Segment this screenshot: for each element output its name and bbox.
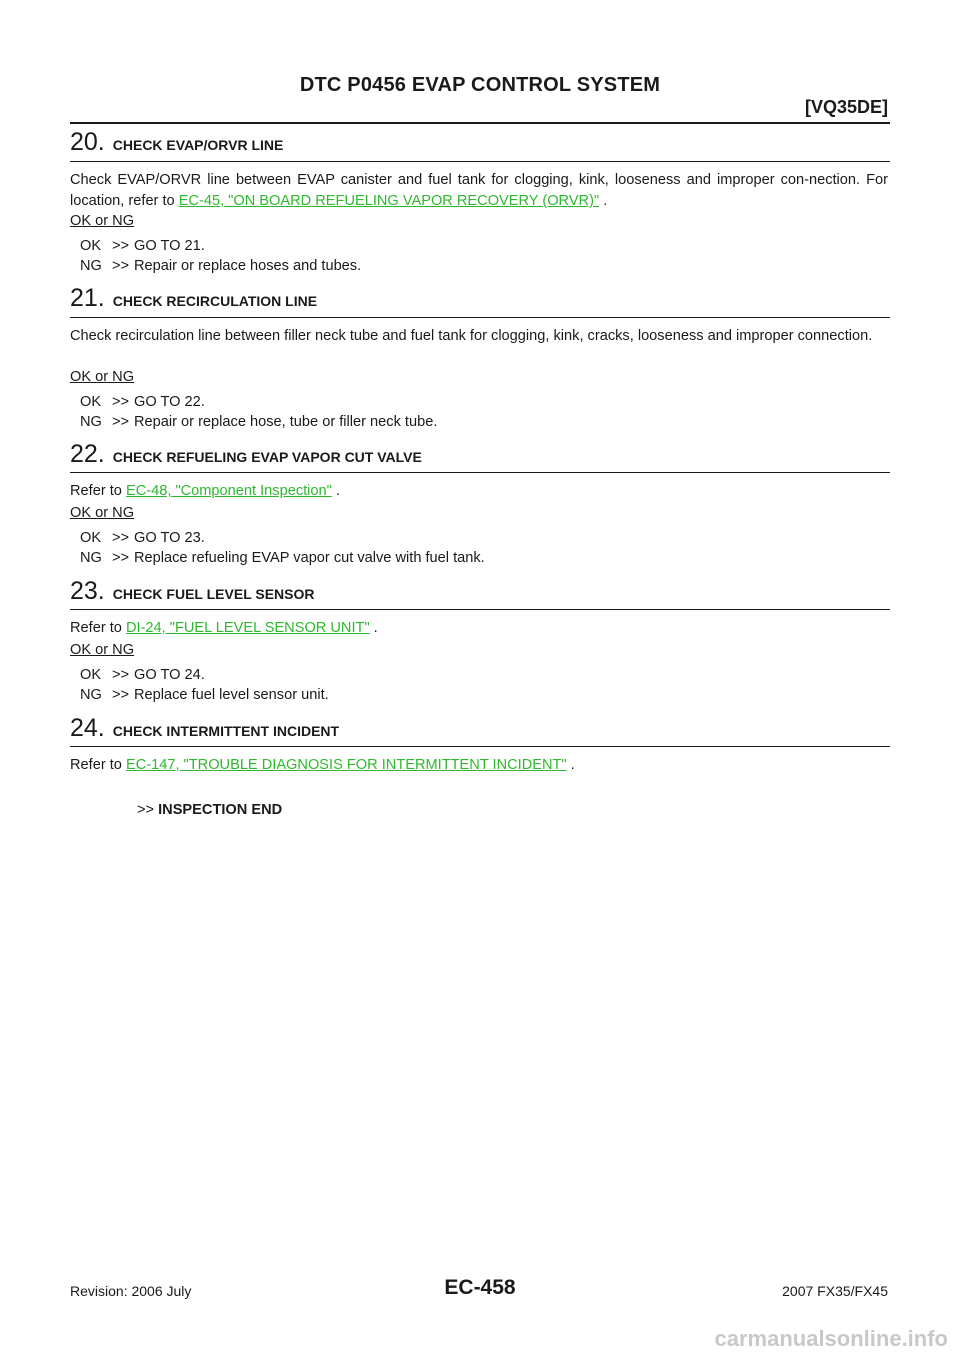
step-divider — [70, 317, 890, 318]
ng-result: NG >>Repair or replace hoses and tubes. — [80, 256, 361, 276]
instruction-text: Check EVAP/ORVR line between EVAP canist… — [70, 172, 888, 209]
instruction-text: Refer to — [70, 620, 126, 636]
result-text: Replace refueling EVAP vapor cut valve w… — [134, 550, 485, 566]
result-arrow: >> — [112, 687, 130, 703]
ok-or-ng-label: OK or NG — [70, 213, 135, 229]
engine-code: [VQ35DE] — [804, 97, 888, 117]
step-heading: 21. CHECK RECIRCULATION LINE — [70, 284, 317, 313]
step-instruction: Check EVAP/ORVR line between EVAP canist… — [70, 170, 888, 212]
step-instruction: Refer to EC-147, "TROUBLE DIAGNOSIS FOR … — [70, 755, 888, 776]
result-code: NG — [80, 687, 102, 703]
ok-or-ng-label: OK or NG — [70, 369, 135, 385]
step-instruction: Check recirculation line between filler … — [70, 326, 888, 347]
end-arrow: >> — [137, 802, 155, 818]
result-text: GO TO 24. — [134, 667, 205, 683]
step-title: CHECK EVAP/ORVR LINE — [112, 137, 284, 153]
ng-result: NG >>Replace fuel level sensor unit. — [80, 685, 329, 705]
ok-result: OK >>GO TO 24. — [80, 665, 205, 685]
watermark: carmanualsonline.info — [714, 1326, 949, 1351]
inspection-end: >> INSPECTION END — [137, 802, 282, 818]
result-code: OK — [80, 394, 102, 410]
instruction-text-end: . — [599, 193, 608, 209]
step-divider — [70, 609, 890, 610]
reference-link[interactable]: EC-147, "TROUBLE DIAGNOSIS FOR INTERMITT… — [125, 757, 567, 773]
step-number: 21. — [70, 284, 105, 312]
step-divider — [70, 472, 890, 473]
step-heading: 22. CHECK REFUELING EVAP VAPOR CUT VALVE — [70, 440, 422, 469]
result-arrow: >> — [112, 238, 130, 254]
result-text: Replace fuel level sensor unit. — [134, 687, 329, 703]
header-divider — [70, 122, 890, 124]
end-text: INSPECTION END — [158, 802, 283, 818]
ok-result: OK >>GO TO 22. — [80, 392, 205, 412]
result-arrow: >> — [112, 667, 130, 683]
result-code: NG — [80, 550, 102, 566]
step-number: 22. — [70, 440, 105, 468]
result-arrow: >> — [112, 394, 130, 410]
reference-link[interactable]: DI-24, "FUEL LEVEL SENSOR UNIT" — [125, 620, 370, 636]
step-heading: 20. CHECK EVAP/ORVR LINE — [70, 128, 283, 157]
reference-link[interactable]: EC-45, "ON BOARD REFUELING VAPOR RECOVER… — [178, 193, 600, 209]
revision-label: Revision: 2006 July — [70, 1283, 192, 1299]
step-instruction: Refer to EC-48, "Component Inspection" . — [70, 481, 888, 502]
result-code: NG — [80, 414, 102, 430]
instruction-text: Refer to — [70, 757, 126, 773]
result-arrow: >> — [112, 258, 130, 274]
step-number: 24. — [70, 714, 105, 742]
instruction-text-end: . — [566, 757, 575, 773]
result-code: OK — [80, 667, 102, 683]
step-title: CHECK FUEL LEVEL SENSOR — [112, 586, 315, 602]
result-text: GO TO 21. — [134, 238, 205, 254]
result-arrow: >> — [112, 550, 130, 566]
step-heading: 24. CHECK INTERMITTENT INCIDENT — [70, 714, 339, 743]
instruction-text-end: . — [369, 620, 378, 636]
instruction-text: Check recirculation line between filler … — [70, 328, 873, 344]
ok-result: OK >>GO TO 23. — [80, 528, 205, 548]
result-text: Repair or replace hoses and tubes. — [134, 258, 362, 274]
step-number: 23. — [70, 577, 105, 605]
result-arrow: >> — [112, 530, 130, 546]
result-text: GO TO 23. — [134, 530, 205, 546]
result-code: OK — [80, 238, 102, 254]
step-title: CHECK RECIRCULATION LINE — [112, 293, 318, 309]
page-number: EC-458 — [444, 1276, 516, 1299]
result-arrow: >> — [112, 414, 130, 430]
ok-result: OK >>GO TO 21. — [80, 236, 205, 256]
instruction-text-end: . — [331, 483, 340, 499]
page-title: DTC P0456 EVAP CONTROL SYSTEM — [299, 74, 661, 96]
instruction-text: Refer to — [70, 483, 126, 499]
result-text: Repair or replace hose, tube or filler n… — [134, 414, 438, 430]
ng-result: NG >>Repair or replace hose, tube or fill… — [80, 412, 437, 432]
ng-result: NG >>Replace refueling EVAP vapor cut val… — [80, 548, 485, 568]
result-code: NG — [80, 258, 102, 274]
step-title: CHECK REFUELING EVAP VAPOR CUT VALVE — [112, 449, 422, 465]
ok-or-ng-label: OK or NG — [70, 505, 135, 521]
step-number: 20. — [70, 128, 105, 156]
model-label: 2007 FX35/FX45 — [782, 1283, 888, 1299]
reference-link[interactable]: EC-48, "Component Inspection" — [125, 483, 332, 499]
ok-or-ng-label: OK or NG — [70, 642, 135, 658]
step-divider — [70, 746, 890, 747]
step-heading: 23. CHECK FUEL LEVEL SENSOR — [70, 577, 315, 606]
step-divider — [70, 161, 890, 162]
step-title: CHECK INTERMITTENT INCIDENT — [112, 723, 340, 739]
result-text: GO TO 22. — [134, 394, 205, 410]
step-instruction: Refer to DI-24, "FUEL LEVEL SENSOR UNIT"… — [70, 618, 888, 639]
result-code: OK — [80, 530, 102, 546]
